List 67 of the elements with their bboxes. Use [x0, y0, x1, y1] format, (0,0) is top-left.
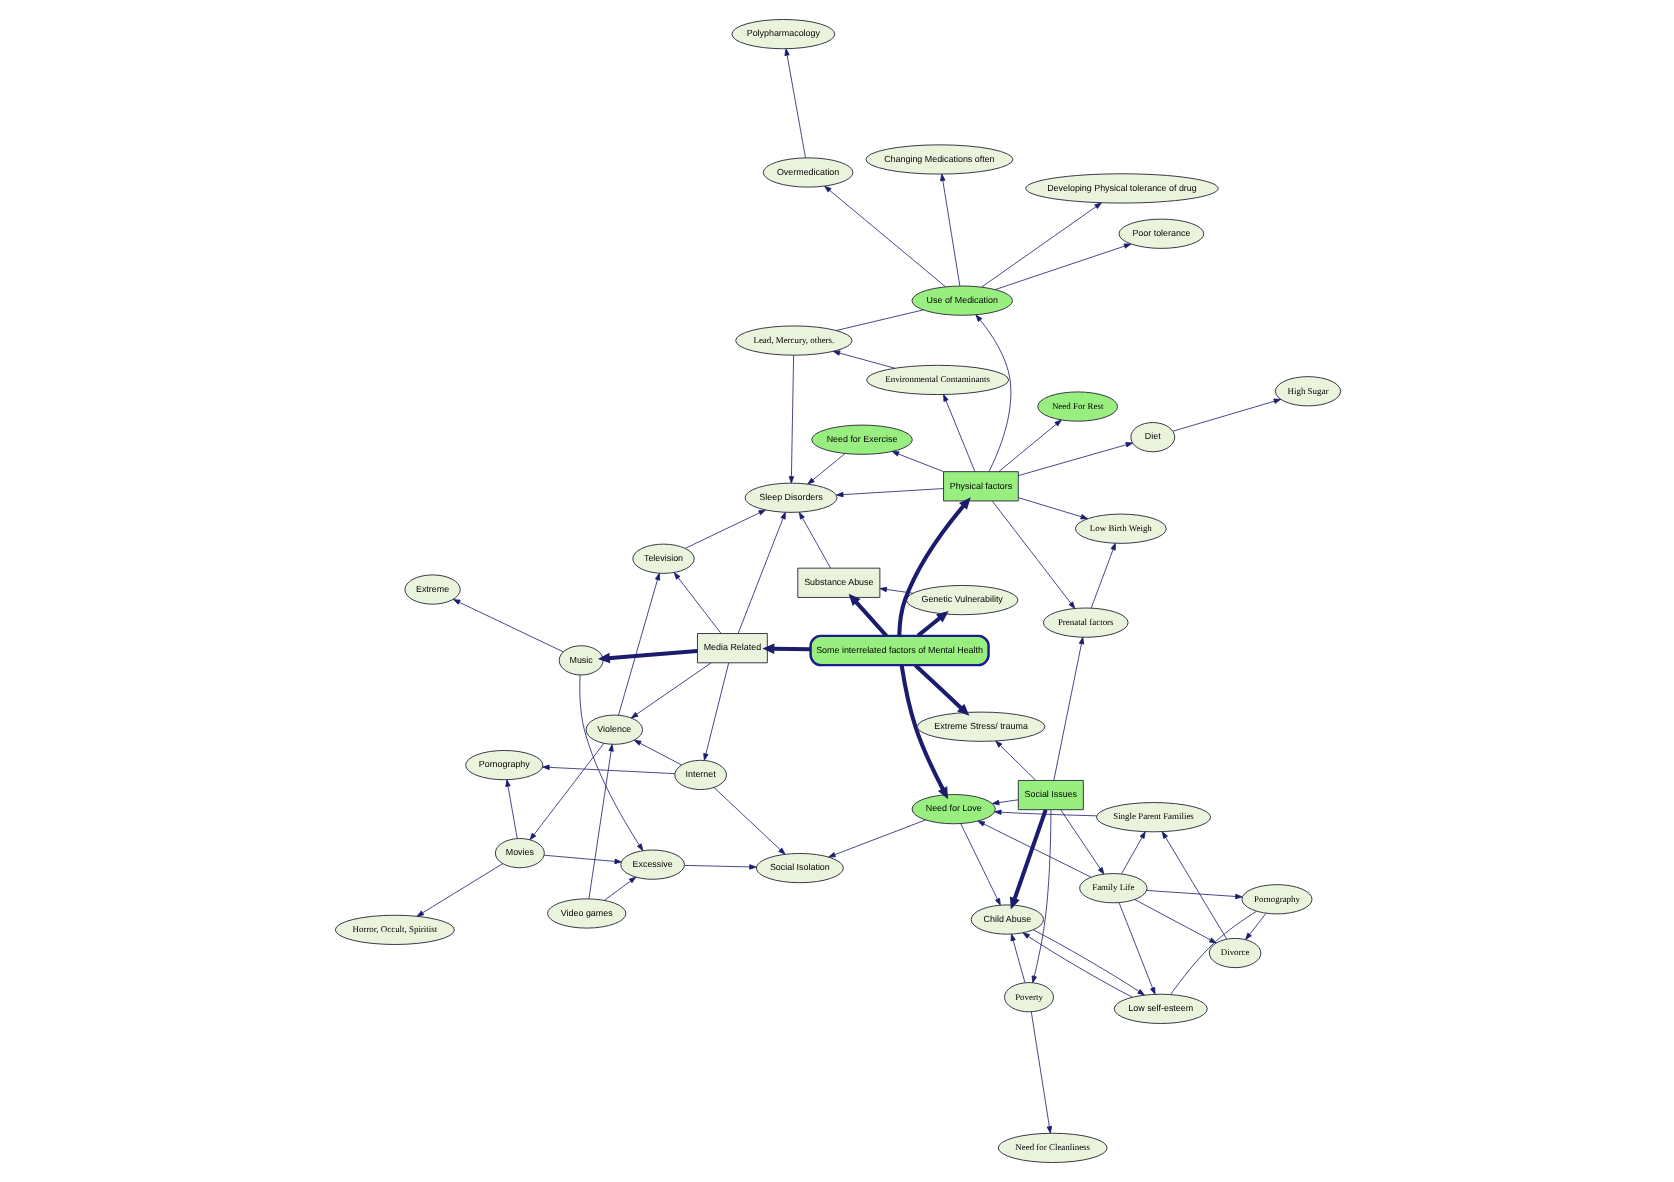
arrow — [504, 779, 517, 839]
arrow — [1030, 809, 1051, 984]
arrow — [603, 876, 636, 901]
arrow — [787, 354, 794, 484]
arrow — [1017, 442, 1132, 476]
arrow — [1160, 831, 1227, 940]
arrow — [997, 419, 1061, 473]
arrow — [797, 512, 830, 569]
arrow — [980, 202, 1101, 288]
arrow — [1133, 899, 1216, 944]
arrow — [587, 744, 613, 900]
arrow — [974, 314, 1011, 472]
arrow — [1021, 932, 1132, 998]
arrow — [1145, 890, 1242, 900]
arrow — [991, 799, 1018, 806]
arrow — [1029, 1011, 1052, 1134]
arrow — [939, 173, 960, 287]
arrow — [415, 863, 503, 917]
arrow — [990, 500, 1075, 609]
arrow — [632, 739, 681, 766]
arrow — [993, 809, 1096, 817]
arrow — [702, 662, 729, 761]
arrow — [528, 742, 604, 841]
arrow — [827, 819, 925, 858]
arrow — [452, 599, 563, 653]
arrow — [915, 610, 948, 638]
arrow — [1017, 497, 1087, 520]
arrow — [683, 864, 756, 870]
arrow — [942, 394, 975, 472]
connector — [1169, 910, 1256, 995]
arrow — [847, 593, 887, 638]
arrow — [629, 662, 711, 719]
arrow — [596, 649, 697, 664]
arrow — [617, 572, 660, 716]
arrow — [1244, 913, 1266, 940]
arrow — [672, 572, 721, 634]
arrow — [1120, 831, 1145, 875]
arrow — [1052, 636, 1084, 781]
arrow — [736, 511, 785, 634]
arrow — [896, 497, 970, 636]
arrow — [1117, 902, 1155, 995]
arrow — [1032, 929, 1144, 996]
arrow — [898, 665, 948, 800]
arrow — [1009, 933, 1025, 983]
arrow — [976, 820, 1091, 878]
arrow — [890, 451, 943, 472]
arrow — [994, 740, 1036, 781]
arrow — [912, 663, 969, 716]
arrow — [1008, 809, 1047, 910]
arrow — [761, 643, 810, 654]
arrow — [1059, 809, 1104, 875]
arrow — [712, 787, 785, 855]
arrow — [542, 854, 621, 865]
arrow — [823, 185, 945, 288]
arrow — [835, 488, 943, 498]
arrow — [684, 509, 765, 549]
arrow — [783, 48, 805, 159]
arrow — [993, 243, 1131, 290]
arrow — [578, 674, 643, 851]
connector — [834, 309, 923, 331]
arrow — [959, 823, 1000, 906]
arrow — [831, 350, 895, 369]
arrow — [806, 453, 845, 485]
arrow — [1171, 398, 1281, 432]
arrow — [1089, 542, 1115, 609]
arrow — [878, 586, 913, 594]
arrow — [541, 764, 675, 775]
